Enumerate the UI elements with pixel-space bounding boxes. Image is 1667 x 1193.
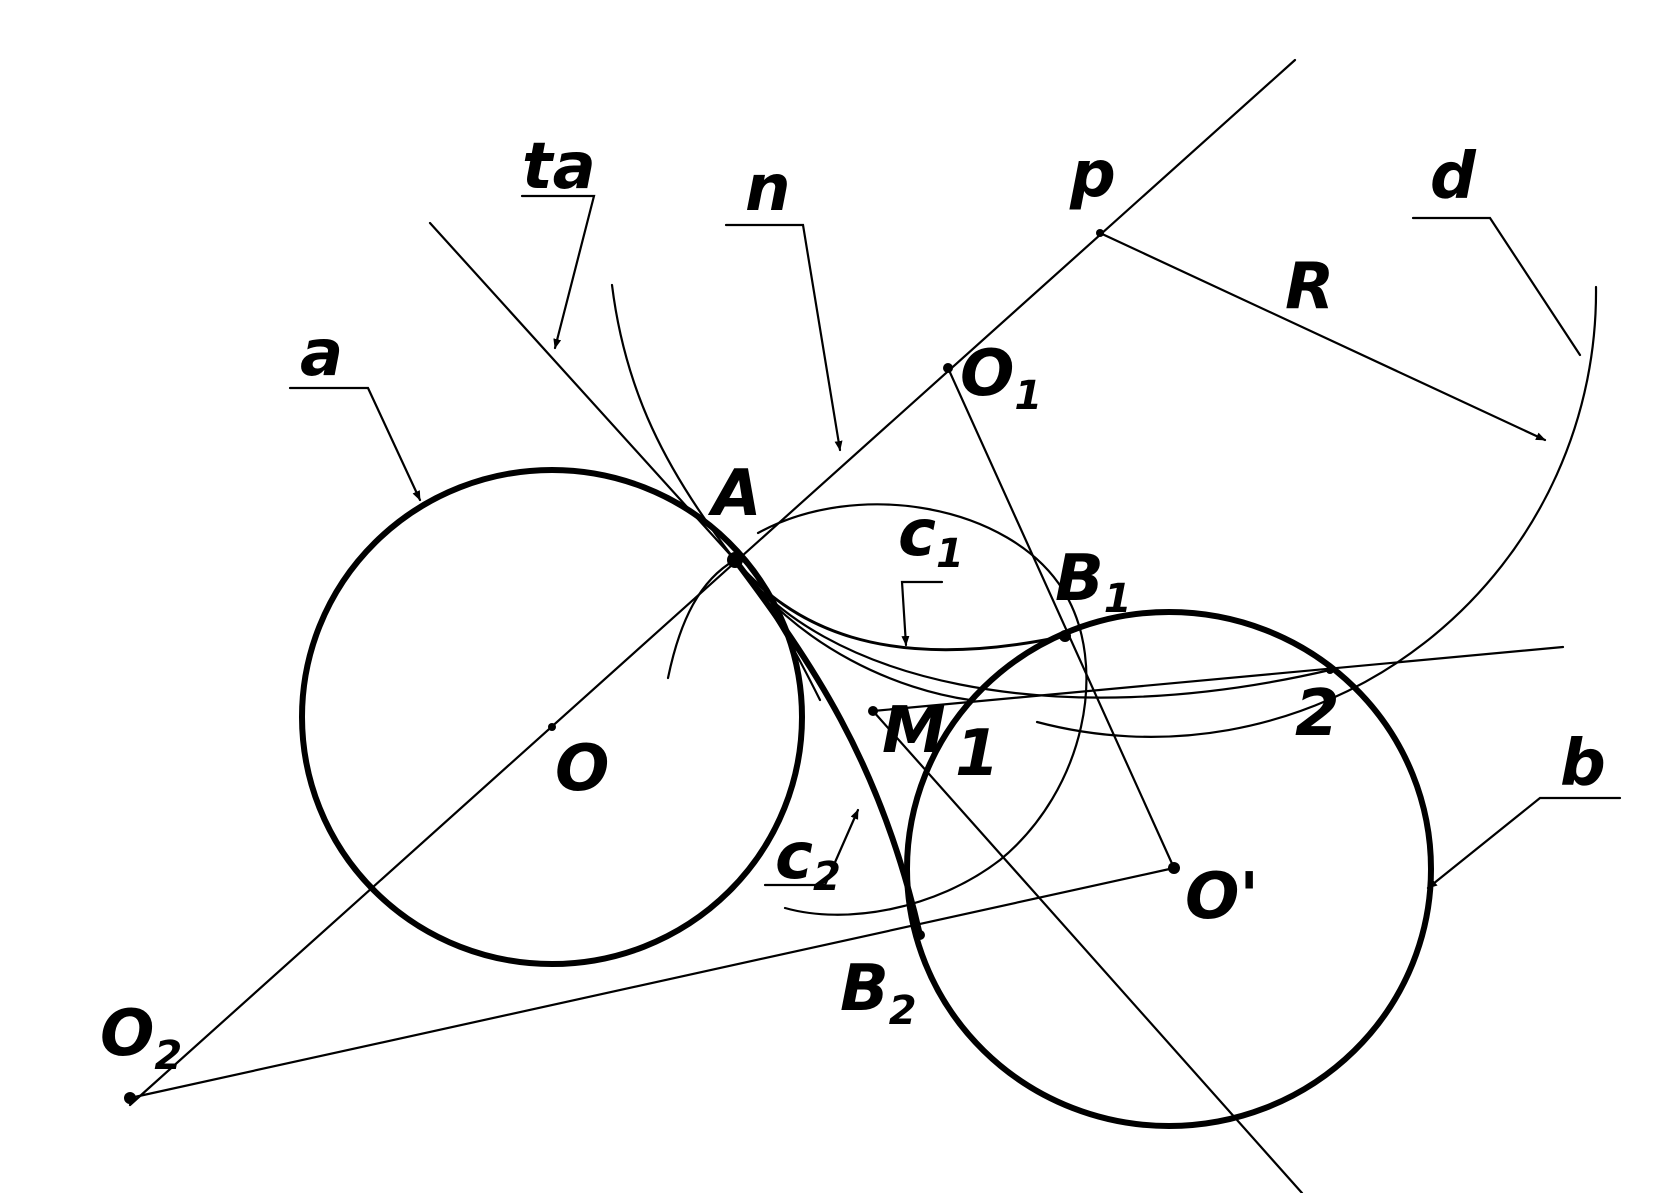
- line-m-2: [871, 645, 1565, 713]
- circle-b: [904, 609, 1434, 1129]
- radius-r-line: [1098, 231, 1547, 442]
- point-b1: [1059, 630, 1071, 642]
- leader-a: [288, 386, 422, 502]
- point-o1: [943, 363, 953, 373]
- label-a: a: [300, 317, 343, 391]
- label-o1: O1: [960, 337, 1042, 419]
- point-o: [548, 723, 556, 731]
- label-O: O: [555, 732, 609, 806]
- label-d: d: [1430, 140, 1477, 214]
- circle-a: [299, 467, 805, 967]
- label-ta: ta: [522, 130, 596, 204]
- point-m: [868, 706, 878, 716]
- point-a: [727, 552, 743, 568]
- arc-a-to-2: [733, 558, 1332, 699]
- line-m-diagonal: [871, 709, 1304, 1193]
- arc-lower-left: [666, 558, 737, 680]
- arc-b2: [733, 558, 822, 702]
- arc-upper-left: [610, 283, 737, 562]
- arc-c1-thick: [733, 559, 1066, 652]
- label-b2: B2: [840, 952, 917, 1034]
- leader-b: [1426, 796, 1622, 890]
- point-p: [1096, 229, 1104, 237]
- line-o1-oprime: [946, 366, 1176, 870]
- label-1: 1: [955, 717, 1000, 791]
- label-2: 2: [1295, 677, 1340, 751]
- label-c1: c1: [898, 497, 964, 577]
- leader-c1: [900, 580, 944, 647]
- label-A: A: [707, 457, 762, 531]
- point-oprime: [1168, 862, 1180, 874]
- label-r: R: [1285, 250, 1334, 324]
- label-c2: c2: [775, 820, 841, 900]
- line-o2-oprime: [128, 866, 1176, 1100]
- label-b: b: [1560, 727, 1606, 801]
- arc-c1-circle: [756, 503, 1088, 916]
- point-b2: [915, 930, 925, 940]
- leader-d: [1411, 216, 1582, 357]
- label-n: n: [745, 152, 791, 226]
- leader-n: [724, 223, 843, 452]
- label-b1: B1: [1055, 542, 1132, 622]
- label-o2: O2: [100, 997, 182, 1079]
- tangent-ta: [428, 221, 737, 562]
- label-p: p: [1069, 138, 1116, 212]
- point-o2: [124, 1092, 136, 1104]
- leader-c2: [763, 808, 860, 887]
- label-M: M: [882, 694, 946, 768]
- leader-ta: [520, 194, 596, 350]
- arc-d: [1035, 285, 1598, 738]
- label-oprime: O': [1185, 860, 1259, 934]
- point-2: [1326, 666, 1334, 674]
